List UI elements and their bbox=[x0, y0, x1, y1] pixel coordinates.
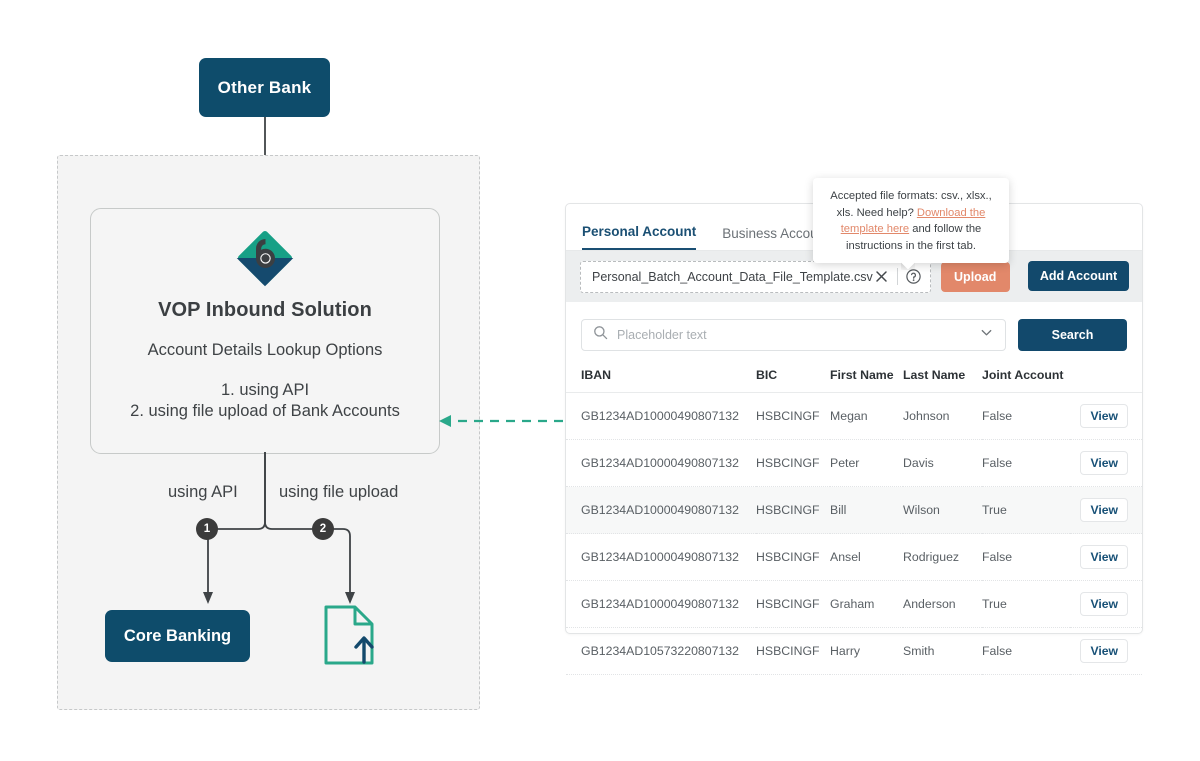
question-circle-icon[interactable] bbox=[905, 268, 922, 285]
search-button[interactable]: Search bbox=[1018, 319, 1127, 351]
column-header-iban: IBAN bbox=[581, 368, 612, 382]
add-account-button[interactable]: Add Account bbox=[1028, 261, 1129, 291]
cell-last-name: Anderson bbox=[903, 597, 956, 611]
cell-bic: HSBCINGF bbox=[756, 550, 820, 564]
table-row: GB1234AD10000490807132 HSBCINGF Graham Ande… bbox=[566, 581, 1142, 628]
table-head: IBAN BIC First Name Last Name Joint Acco… bbox=[566, 359, 1142, 393]
branch-label-using-file-upload: using file upload bbox=[279, 483, 399, 501]
column-header-bic: BIC bbox=[756, 368, 778, 382]
cell-iban: GB1234AD10573220807132 bbox=[581, 644, 739, 658]
cell-last-name: Wilson bbox=[903, 503, 940, 517]
cell-iban: GB1234AD10000490807132 bbox=[581, 597, 739, 611]
view-button[interactable]: View bbox=[1080, 545, 1128, 569]
table-header-row: IBAN BIC First Name Last Name Joint Acco… bbox=[566, 359, 1142, 393]
tooltip-line-1: Accepted file formats: csv., xlsx., xls. bbox=[830, 190, 992, 219]
tooltip-line-2-suffix: and follow the instructions in the first… bbox=[846, 223, 982, 252]
cell-actions: View bbox=[1070, 393, 1142, 440]
cell-joint-account: False bbox=[982, 644, 1013, 658]
cell-actions: View bbox=[1070, 581, 1142, 628]
file-name-text: Personal_Batch_Account_Data_File_Templat… bbox=[592, 269, 873, 284]
view-button[interactable]: View bbox=[1080, 592, 1128, 616]
column-header-joint-account: Joint Account bbox=[982, 368, 1064, 382]
cell-joint-account: False bbox=[982, 409, 1013, 423]
tab-business-account[interactable]: Business Account bbox=[722, 226, 829, 241]
view-button[interactable]: View bbox=[1080, 404, 1128, 428]
cell-bic: HSBCINGF bbox=[756, 456, 820, 470]
cell-actions: View bbox=[1070, 487, 1142, 534]
cell-bic: HSBCINGF bbox=[756, 644, 820, 658]
cell-last-name: Rodriguez bbox=[903, 550, 960, 564]
cell-actions: View bbox=[1070, 534, 1142, 581]
field-divider bbox=[896, 268, 898, 285]
cell-iban: GB1234AD10000490807132 bbox=[581, 550, 739, 564]
branch-label-using-api: using API bbox=[168, 483, 238, 501]
file-upload-icon bbox=[324, 605, 374, 665]
cell-joint-account: True bbox=[982, 503, 1007, 517]
cell-first-name: Megan bbox=[830, 409, 868, 423]
cell-joint-account: False bbox=[982, 550, 1013, 564]
tooltip-line-2-prefix: Need help? bbox=[856, 206, 917, 219]
cell-iban: GB1234AD10000490807132 bbox=[581, 409, 739, 423]
view-button[interactable]: View bbox=[1080, 639, 1128, 663]
bank-b-logo-icon bbox=[234, 227, 296, 289]
table-row: GB1234AD10000490807132 HSBCINGF Megan Johns… bbox=[566, 393, 1142, 440]
cell-iban: GB1234AD10000490807132 bbox=[581, 456, 739, 470]
cell-first-name: Peter bbox=[830, 456, 860, 470]
cell-first-name: Ansel bbox=[830, 550, 861, 564]
cell-actions: View bbox=[1070, 440, 1142, 487]
tab-bar: Personal Account Business Account bbox=[566, 204, 1142, 250]
search-input[interactable]: Placeholder text bbox=[581, 319, 1006, 351]
cell-last-name: Smith bbox=[903, 644, 935, 658]
core-banking-node: Core Banking bbox=[105, 610, 250, 662]
cell-last-name: Davis bbox=[903, 456, 934, 470]
chevron-down-icon[interactable] bbox=[979, 325, 994, 345]
cell-iban: GB1234AD10000490807132 bbox=[581, 503, 739, 517]
column-header-actions bbox=[1070, 359, 1142, 393]
file-upload-field[interactable]: Personal_Batch_Account_Data_File_Templat… bbox=[580, 260, 931, 293]
branch-connector-lines bbox=[203, 452, 355, 604]
search-placeholder: Placeholder text bbox=[617, 328, 707, 342]
table-row: GB1234AD10000490807132 HSBCINGF Bill Wilson… bbox=[566, 486, 1142, 534]
cell-first-name: Graham bbox=[830, 597, 875, 611]
cell-bic: HSBCINGF bbox=[756, 409, 820, 423]
search-row: Placeholder text Search bbox=[566, 302, 1142, 351]
file-format-tooltip: Accepted file formats: csv., xlsx., xls.… bbox=[813, 178, 1009, 263]
vop-solution-card: VOP Inbound Solution Account Details Loo… bbox=[90, 208, 440, 454]
close-icon[interactable] bbox=[873, 268, 890, 285]
view-button[interactable]: View bbox=[1080, 498, 1128, 522]
cell-last-name: Johnson bbox=[903, 409, 950, 423]
tab-personal-account[interactable]: Personal Account bbox=[582, 224, 697, 250]
table-row: GB1234AD10000490807132 HSBCINGF Peter Davis… bbox=[566, 440, 1142, 487]
other-bank-node: Other Bank bbox=[199, 58, 330, 117]
column-header-first-name: First Name bbox=[830, 368, 894, 382]
accounts-table: IBAN BIC First Name Last Name Joint Acco… bbox=[566, 359, 1142, 675]
download-template-link[interactable]: Download the template here bbox=[840, 206, 986, 236]
branch-badge-2: 2 bbox=[312, 518, 334, 540]
column-header-last-name: Last Name bbox=[903, 368, 966, 382]
cell-actions: View bbox=[1070, 628, 1142, 675]
cell-first-name: Bill bbox=[830, 503, 847, 517]
cell-bic: HSBCINGF bbox=[756, 503, 820, 517]
table-row: GB1234AD10573220807132 HSBCINGF Harry Smith… bbox=[566, 628, 1142, 675]
cell-joint-account: False bbox=[982, 456, 1013, 470]
card-option-2: 2. using file upload of Bank Accounts bbox=[130, 402, 400, 420]
account-panel: Personal Account Business Account Person… bbox=[565, 203, 1143, 675]
cell-bic: HSBCINGF bbox=[756, 597, 820, 611]
card-subtitle: Account Details Lookup Options bbox=[147, 341, 383, 359]
branch-badge-1: 1 bbox=[196, 518, 218, 540]
tooltip-arrow bbox=[901, 262, 915, 270]
upload-button[interactable]: Upload bbox=[940, 261, 1010, 292]
view-button[interactable]: View bbox=[1080, 451, 1128, 475]
cell-joint-account: True bbox=[982, 597, 1007, 611]
cell-first-name: Harry bbox=[830, 644, 861, 658]
search-icon bbox=[593, 325, 608, 345]
card-option-1: 1. using API bbox=[220, 381, 310, 399]
table-row: GB1234AD10000490807132 HSBCINGF Ansel Rodri… bbox=[566, 534, 1142, 581]
card-title: VOP Inbound Solution bbox=[158, 299, 372, 321]
